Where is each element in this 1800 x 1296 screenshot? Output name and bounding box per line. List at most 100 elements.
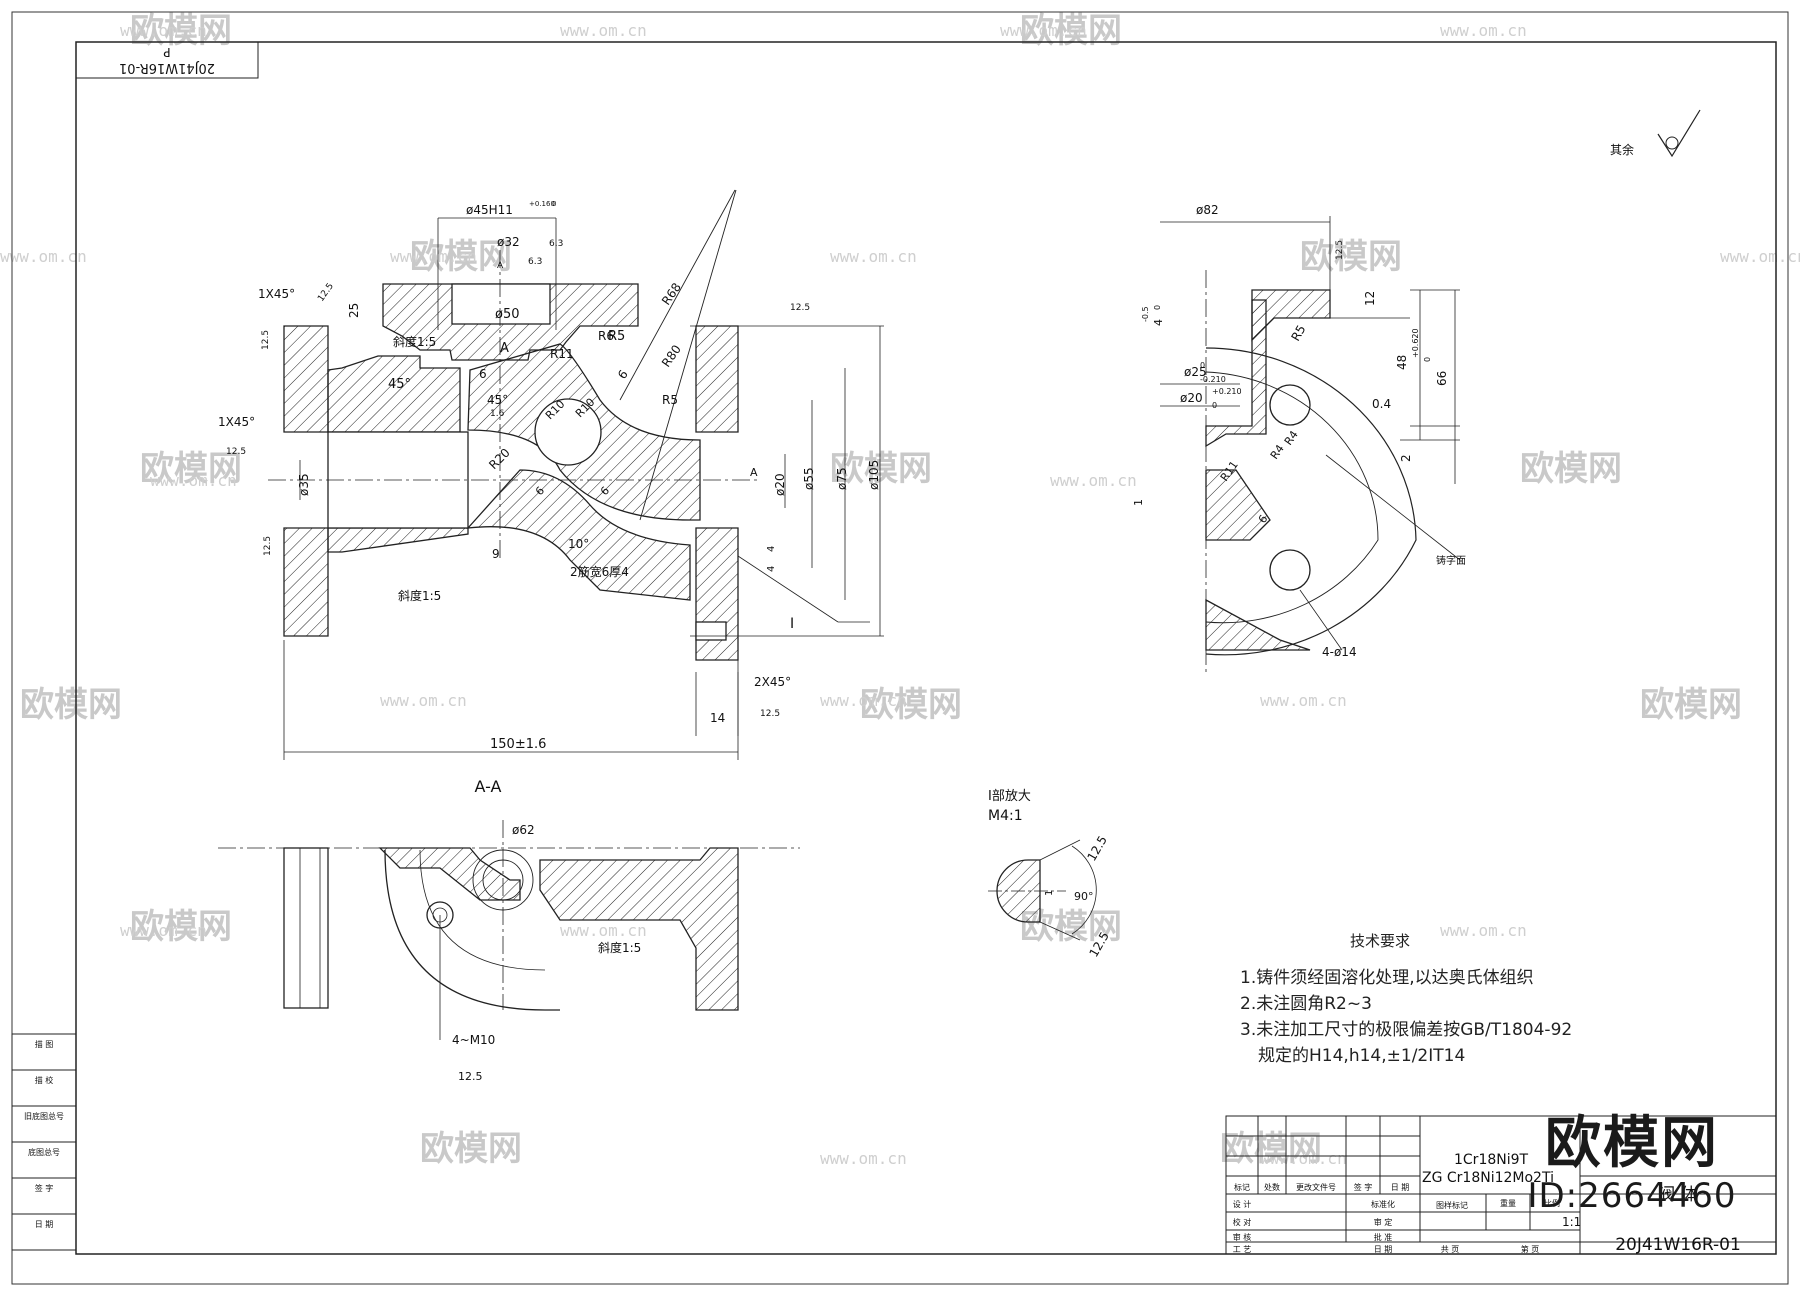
front-dimension-label: A — [500, 341, 509, 356]
title-block-label: 审 定 — [1374, 1217, 1393, 1227]
side-dimension-label: ø25 — [1184, 365, 1207, 379]
title-block-label: 比例 — [1544, 1198, 1560, 1208]
corner-label-letter: P — [163, 45, 170, 59]
front-dimension-label: 12.5 — [790, 303, 810, 313]
left-strip-cell: 底图总号 — [28, 1147, 60, 1157]
side-arc-outer — [1205, 347, 1417, 656]
roughness-note-label: 其余 — [1610, 142, 1634, 157]
roughness-circle-icon — [1665, 136, 1679, 150]
front-view — [268, 189, 884, 760]
watermark-brand-text: 欧模网 — [140, 449, 242, 489]
title-block-label: 工 艺 — [1233, 1245, 1252, 1254]
side-dimension-label: 12.5 — [1335, 240, 1345, 260]
front-dimension-label: 2筋宽6厚4 — [570, 564, 629, 579]
watermark-url-text: www.om.cn — [830, 247, 917, 266]
front-dimension-label: 1X45° — [218, 415, 255, 429]
front-dimension-label: 6 — [615, 367, 631, 381]
front-dimension-label: 1.6 — [490, 409, 505, 419]
title-block-label: 日 期 — [1391, 1183, 1410, 1192]
watermark-url-text: www.om.cn — [1720, 247, 1800, 266]
front-dimension-label: 6.3 — [549, 239, 563, 249]
side-dimension-label: 4 — [1152, 319, 1165, 326]
cast-surface-label: 铸字面 — [1436, 554, 1466, 567]
left-flange-hatch — [283, 325, 329, 433]
tech-requirement-item: 规定的H14,h14,±1/2IT14 — [1258, 1046, 1466, 1066]
side-dimension-label: 0 — [1423, 357, 1432, 362]
front-dimension-label: 斜度1:5 — [393, 334, 436, 349]
front-dimension-label: A — [497, 261, 504, 271]
tech-requirements-title: 技术要求 — [1350, 932, 1411, 950]
side-dimension-label: +0.210 — [1212, 387, 1242, 396]
bonnet-bore — [451, 283, 551, 325]
title-block-label: 更改文件号 — [1296, 1182, 1336, 1192]
watermark-layer: 欧模网欧模网欧模网欧模网欧模网欧模网欧模网欧模网欧模网欧模网欧模网欧模网欧模网欧… — [0, 11, 1800, 1169]
part-name: 阀 体 — [1658, 1185, 1697, 1205]
left-strip-cell: 旧底图总号 — [24, 1111, 64, 1121]
front-dimension-label: R20 — [486, 446, 513, 473]
title-block-label: 签 字 — [1354, 1182, 1373, 1192]
watermark-url-text: www.om.cn — [1000, 21, 1087, 40]
front-dimension-label: R11 — [550, 347, 574, 361]
watermark-url-text: www.om.cn — [1050, 471, 1137, 490]
side-dimension-label: 0 — [1153, 305, 1162, 310]
front-dimension-label: 斜度1:5 — [398, 588, 441, 603]
front-dimension-label: R5 — [608, 329, 625, 344]
watermark-url-text: www.om.cn — [120, 921, 207, 940]
front-dimension-label: 45° — [487, 393, 508, 407]
front-dimension-label: 12.5 — [263, 536, 273, 556]
side-lower-hatch — [1205, 469, 1271, 541]
neck-hatch — [327, 355, 461, 433]
front-dimension-label: 10° — [568, 537, 589, 551]
side-dimension-label: 12 — [1363, 291, 1377, 306]
front-dimension-label: ø45H11 — [466, 203, 513, 217]
scale-value: 1:1 — [1562, 1215, 1581, 1229]
front-dimension-label: R80 — [659, 342, 684, 369]
front-dimension-label: 4 — [766, 546, 777, 552]
section-body-arc — [384, 849, 560, 1011]
front-dimension-label: A — [750, 466, 758, 479]
title-block-label: 日 期 — [1374, 1245, 1393, 1254]
title-block-label: 批 准 — [1374, 1232, 1393, 1242]
front-dimension-label: ø50 — [495, 307, 520, 322]
tech-requirement-item: 1.铸件须经固溶化处理,以达奥氏体组织 — [1240, 968, 1534, 988]
detail-dimension-label: 12.5 — [1084, 833, 1109, 863]
front-dimension-label: 14 — [710, 711, 725, 725]
front-dimension-label: R5 — [662, 393, 678, 407]
roughness-symbol-icon — [1657, 109, 1701, 158]
front-dimension-label: ø75 — [835, 467, 849, 490]
section-left-flange — [283, 847, 329, 1009]
detail-dimension-label: 90° — [1074, 890, 1094, 903]
watermark-url-text: www.om.cn — [1260, 691, 1347, 710]
title-block-label: 处数 — [1264, 1182, 1280, 1192]
title-block-label: 图样标记 — [1436, 1200, 1468, 1210]
side-dimension-label: 0 — [1212, 401, 1217, 410]
corner-label-code: 20J41W16R-01 — [119, 60, 215, 75]
side-view — [1160, 216, 1461, 672]
leader-I — [737, 555, 839, 623]
roughness-note: 其余 — [1610, 109, 1701, 158]
watermark-url-text: www.om.cn — [390, 247, 477, 266]
side-dimension-label: 1 — [1132, 499, 1145, 506]
watermark-brand-text: 欧模网 — [860, 685, 962, 725]
left-strip-cell: 签 字 — [35, 1183, 54, 1193]
watermark-url-text: www.om.cn — [380, 691, 467, 710]
watermark-url-text: www.om.cn — [120, 21, 207, 40]
front-dimension-label: 12.5 — [226, 447, 246, 457]
watermark-url-text: www.om.cn — [1440, 921, 1527, 940]
front-diag-line — [619, 189, 736, 401]
side-bolt-hole-1 — [1269, 384, 1311, 426]
right-flange-hatch — [695, 325, 739, 433]
inner-frame — [75, 41, 1777, 1255]
title-block-label: 第 页 — [1521, 1244, 1540, 1254]
side-bottom-hatch — [1205, 598, 1311, 651]
front-dimension-label: 12.5 — [261, 330, 271, 350]
detail-i-view — [988, 839, 1097, 941]
front-dimension-label: 12.5 — [316, 282, 336, 304]
watermark-brand-text: 欧模网 — [410, 237, 512, 277]
watermark-brand-text: 欧模网 — [20, 685, 122, 725]
